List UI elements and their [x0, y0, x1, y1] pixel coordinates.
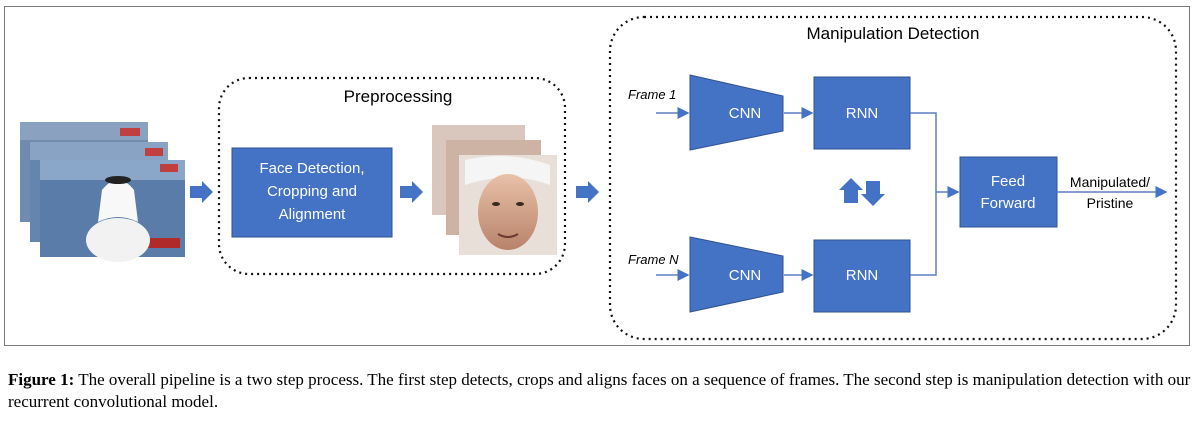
arrow-down-icon — [861, 181, 885, 206]
rnn-bottom-to-ff-connector — [910, 192, 937, 276]
pipeline-diagram: Preprocessing Face Detection, Cropping a… — [20, 15, 1178, 341]
detection-title: Manipulation Detection — [807, 24, 980, 43]
arrow-right-icon — [576, 181, 599, 203]
preprocessing-title: Preprocessing — [344, 87, 453, 106]
face-crop — [478, 174, 538, 250]
cnn-block-top — [689, 74, 784, 151]
face-detection-line-1: Face Detection, — [259, 160, 364, 177]
input-video-frames — [20, 122, 185, 262]
arrow-right-icon — [190, 181, 213, 203]
figure-frame — [4, 6, 1190, 346]
caption-text: The overall pipeline is a two step proce… — [8, 370, 1191, 411]
feed-forward-line-2: Forward — [980, 195, 1035, 212]
cnn-label-top: CNN — [729, 105, 762, 122]
rnn-block-bottom — [813, 239, 911, 313]
output-label-line-2: Pristine — [1087, 195, 1134, 211]
face-detection-line-2: Cropping and — [267, 183, 357, 200]
rnn-label-top: RNN — [846, 105, 879, 122]
feed-forward-line-1: Feed — [991, 173, 1025, 190]
frame-1-label: Frame 1 — [628, 87, 676, 102]
cnn-block-bottom — [689, 236, 784, 313]
cropped-faces — [432, 125, 557, 255]
frame-n-label: Frame N — [628, 252, 679, 267]
anchor-robe — [86, 218, 150, 262]
video-frame-front — [40, 160, 185, 262]
rnn-block-top — [813, 76, 911, 150]
arrow-up-icon — [839, 178, 863, 203]
anchor-headscarf — [98, 180, 138, 222]
rnn-label-bottom: RNN — [846, 267, 879, 284]
face-detection-block: Face Detection, Cropping and Alignment — [231, 147, 393, 238]
cnn-label-bottom: CNN — [729, 267, 762, 284]
rnn-top-to-ff-connector — [910, 112, 960, 198]
feed-forward-block — [959, 156, 1058, 228]
output-label-line-1: Manipulated/ — [1070, 174, 1150, 190]
arrow-right-icon — [400, 181, 423, 203]
caption-label: Figure 1: — [8, 370, 75, 389]
figure-caption: Figure 1: The overall pipeline is a two … — [8, 369, 1192, 413]
face-detection-line-3: Alignment — [279, 206, 347, 223]
manipulation-detection-region — [608, 15, 1178, 341]
